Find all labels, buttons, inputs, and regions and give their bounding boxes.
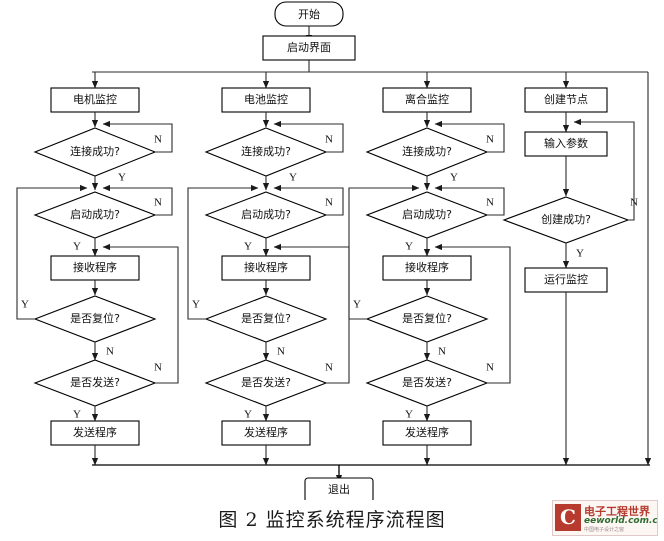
label-col2-reset-yes: Y [192, 299, 200, 311]
node-exit-label: 退出 [328, 482, 350, 496]
node-col4-run-label: 运行监控 [544, 272, 588, 286]
node-col3-connect-label: 连接成功? [402, 145, 452, 158]
node-col1-sendproc-label: 发送程序 [73, 425, 117, 439]
label-col1-start-yes: Y [73, 241, 81, 253]
label-col2-reset-no: N [277, 346, 285, 358]
label-col4-create-yes: Y [576, 248, 584, 260]
edge-col1-reset-yes-loop [16, 184, 88, 320]
node-col1-head-label: 电机监控 [73, 92, 117, 106]
node-startup-ui [262, 35, 356, 61]
label-col2-connect-yes: Y [289, 172, 297, 184]
label-col3-reset-yes: Y [353, 299, 361, 311]
node-col1-receive [50, 255, 140, 281]
watermark-logo-icon: C [555, 504, 581, 531]
label-col1-connect-no: N [154, 134, 162, 146]
node-start-label: 开始 [298, 7, 320, 21]
edge-col1-start-no-loop [102, 184, 173, 216]
node-col3-head [382, 87, 472, 113]
node-col4-input-label: 输入参数 [544, 136, 588, 150]
edge-col2-reset-yes-loop [187, 184, 259, 320]
label-col3-connect-yes: Y [450, 172, 458, 184]
node-col2-start-label: 启动成功? [241, 208, 291, 221]
node-col2-receive [221, 255, 311, 281]
label-col3-send-yes: Y [405, 409, 413, 421]
watermark-line2: eeworld.com.cn [584, 516, 658, 526]
node-col1-receive-label: 接收程序 [73, 260, 117, 274]
node-col2-head [221, 87, 311, 113]
node-col3-receive-label: 接收程序 [405, 260, 449, 274]
edge-col3-start-no-loop [434, 184, 505, 216]
column-node-create: 创建节点 输入参数 创建成功? N Y 运行监控 [502, 72, 652, 466]
edge-col3-send-no-loop [434, 243, 511, 384]
node-col3-sendproc-label: 发送程序 [405, 425, 449, 439]
edge-col1-send-no-loop [102, 243, 179, 384]
node-col4-run [524, 267, 608, 293]
node-col2-head-label: 电池监控 [244, 92, 288, 106]
label-col1-send-yes: Y [73, 409, 81, 421]
node-col2-send-q-label: 是否发送? [241, 375, 291, 389]
node-col2-sendproc [221, 420, 311, 446]
edge-col2-connect-no-loop [273, 120, 344, 153]
column-motor: 电机监控 连接成功? N Y 启动成功? N Y 接收程序 是否复位? Y N [16, 87, 179, 466]
watermark-eeworld: C 电子工程世界 eeworld.com.cn 中国电子设计之窗 [552, 500, 658, 536]
watermark-line1: 电子工程世界 [584, 505, 650, 518]
label-col1-connect-yes: Y [118, 172, 126, 184]
watermark-line3: 中国电子设计之窗 [584, 527, 625, 533]
edge-col4-create-no-loop [573, 118, 635, 221]
node-col4-input [524, 131, 608, 157]
label-col3-start-yes: Y [405, 241, 413, 253]
label-col3-connect-no: N [486, 134, 494, 146]
node-col3-receive [382, 255, 472, 281]
node-col3-head-label: 离合监控 [405, 92, 449, 106]
node-col1-send-q-label: 是否发送? [70, 375, 120, 389]
label-col2-send-yes: Y [244, 409, 252, 421]
node-col4-head-label: 创建节点 [544, 92, 588, 106]
node-col3-start-label: 启动成功? [402, 208, 452, 221]
node-col1-connect-label: 连接成功? [70, 145, 120, 158]
node-col4-create-label: 创建成功? [541, 212, 591, 226]
label-col3-start-no: N [486, 197, 494, 209]
edge-col2-start-no-loop [273, 184, 344, 216]
node-col2-connect-label: 连接成功? [241, 145, 291, 158]
label-col1-reset-no: N [106, 346, 114, 358]
node-col1-reset-label: 是否复位? [70, 311, 120, 325]
node-col2-sendproc-label: 发送程序 [244, 425, 288, 439]
figure-caption: 图 2 监控系统程序流程图 [218, 509, 446, 531]
label-col3-send-no: N [486, 362, 494, 374]
node-col2-reset-label: 是否复位? [241, 311, 291, 325]
node-col2-receive-label: 接收程序 [244, 260, 288, 274]
node-col1-head [50, 87, 140, 113]
node-col3-send-q-label: 是否发送? [402, 375, 452, 389]
edge-col3-reset-yes-loop [348, 184, 420, 320]
label-col1-send-no: N [154, 362, 162, 374]
label-col1-reset-yes: Y [21, 299, 29, 311]
column-battery: 电池监控 连接成功? N Y 启动成功? N Y 接收程序 是否复位? Y N … [187, 87, 350, 466]
label-col1-start-no: N [154, 197, 162, 209]
node-exit [304, 477, 374, 500]
label-col2-start-yes: Y [244, 241, 252, 253]
label-col3-reset-no: N [438, 346, 446, 358]
label-col2-send-no: N [325, 362, 333, 374]
column-clutch: 离合监控 连接成功? N Y 启动成功? N Y 接收程序 是否复位? Y N … [348, 87, 511, 466]
node-col3-reset-label: 是否复位? [402, 311, 452, 325]
edge-col3-connect-no-loop [434, 120, 505, 153]
label-col2-connect-no: N [325, 134, 333, 146]
node-col1-start-label: 启动成功? [70, 208, 120, 221]
node-col3-sendproc [382, 420, 472, 446]
flowchart-canvas: 开始 启动界面 电机监控 连接成功? N Y 启动成功? N Y 接收程序 [16, 1, 652, 500]
node-startup-ui-label: 启动界面 [287, 41, 331, 54]
node-col1-sendproc [50, 420, 140, 446]
label-col2-start-no: N [325, 197, 333, 209]
edge-col1-connect-no-loop [102, 120, 173, 153]
